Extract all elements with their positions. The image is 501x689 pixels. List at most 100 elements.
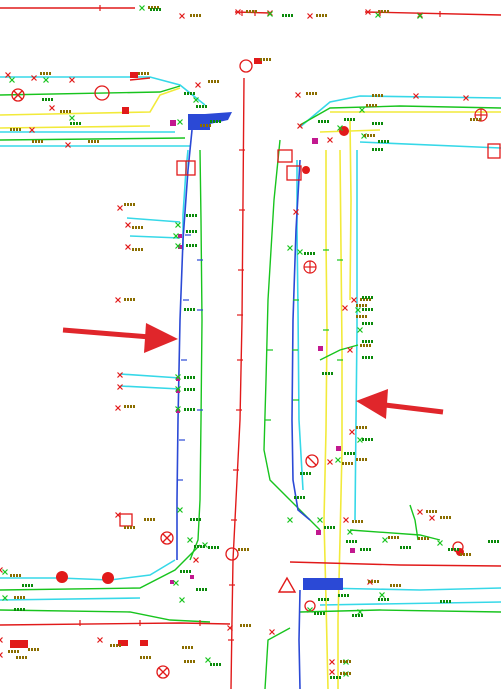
label-glyph xyxy=(362,356,373,359)
green-line-bottom-right xyxy=(299,609,501,613)
x-marker-icon xyxy=(327,137,333,143)
cyan-line-far-right xyxy=(354,150,358,521)
label-glyph xyxy=(246,10,257,13)
blue-line-left-vertical xyxy=(176,129,193,560)
x-marker-icon xyxy=(195,82,201,88)
label-glyph xyxy=(260,58,271,61)
red-circle-icon xyxy=(160,531,174,545)
x-marker-icon xyxy=(347,529,353,535)
label-glyph xyxy=(16,656,27,659)
label-glyph xyxy=(186,230,197,233)
label-glyph xyxy=(110,644,121,647)
green-line-right-branch xyxy=(409,504,419,541)
blue-line-right-vertical xyxy=(291,159,311,521)
x-marker-icon xyxy=(43,77,49,83)
x-marker-icon xyxy=(287,517,293,523)
label-glyph xyxy=(440,600,451,603)
label-glyph xyxy=(426,510,437,513)
red-lines xyxy=(0,7,501,689)
x-marker-icon xyxy=(2,595,8,601)
red-circle-icon xyxy=(11,88,25,102)
x-marker-icon xyxy=(187,537,193,543)
label-glyph xyxy=(372,94,383,97)
label-glyph xyxy=(70,122,81,125)
x-marker-icon xyxy=(382,537,388,543)
label-glyph xyxy=(344,452,355,455)
x-marker-icon xyxy=(359,107,365,113)
x-marker-icon xyxy=(357,437,363,443)
line-ticks xyxy=(79,5,441,641)
label-glyph xyxy=(346,540,357,543)
x-marker-icon xyxy=(349,429,355,435)
x-marker-icon xyxy=(193,557,199,563)
valve-square-icon xyxy=(277,149,293,163)
x-marker-icon xyxy=(179,13,185,19)
x-marker-icon xyxy=(31,75,37,81)
red-circle-icon xyxy=(156,665,170,679)
x-marker-icon xyxy=(173,580,179,586)
label-glyph xyxy=(184,308,195,311)
label-glyph xyxy=(366,104,377,107)
label-glyph xyxy=(378,140,389,143)
x-marker-icon xyxy=(355,307,361,313)
label-glyph xyxy=(378,598,389,601)
green-line-bottom-left-2 xyxy=(0,609,211,623)
label-glyph xyxy=(180,570,191,573)
x-marker-icon xyxy=(69,115,75,121)
green-line-bottom-right-2 xyxy=(349,529,441,541)
x-marker-icon xyxy=(327,459,333,465)
x-marker-icon xyxy=(139,5,145,11)
label-glyph xyxy=(356,304,367,307)
label-glyph xyxy=(356,426,367,429)
x-marker-icon xyxy=(235,9,241,15)
x-marker-icon xyxy=(295,92,301,98)
x-marker-icon xyxy=(307,13,313,19)
label-glyph xyxy=(184,408,195,411)
label-glyph xyxy=(360,298,371,301)
label-glyph xyxy=(138,72,149,75)
x-marker-icon xyxy=(335,457,341,463)
x-marker-icon xyxy=(463,95,469,101)
magenta-markers xyxy=(170,120,355,584)
x-marker-icon xyxy=(329,669,335,675)
cyan-line-right-lower xyxy=(359,141,501,149)
green-line-bottom-spur xyxy=(264,627,291,689)
cyan-branch-4 xyxy=(119,385,181,390)
red-circle-icon xyxy=(94,85,110,101)
label-glyph xyxy=(306,92,317,95)
label-glyph xyxy=(186,214,197,217)
label-glyph xyxy=(150,8,161,11)
label-glyph xyxy=(488,540,499,543)
label-glyph xyxy=(240,624,251,627)
label-glyph xyxy=(352,520,363,523)
yellow-line-left-2 xyxy=(0,125,151,129)
label-glyph xyxy=(368,580,379,583)
x-marker-icon xyxy=(175,386,181,392)
label-glyph xyxy=(88,140,99,143)
x-marker-icon xyxy=(297,249,303,255)
label-glyph xyxy=(304,252,315,255)
triangle-icon xyxy=(277,576,297,593)
green-line-top-left xyxy=(0,85,181,96)
x-marker-icon xyxy=(329,659,335,665)
yellow-line-right-vertical-1 xyxy=(323,150,329,689)
label-glyph xyxy=(190,14,201,17)
x-marker-icon xyxy=(357,609,363,615)
label-glyph xyxy=(440,516,451,519)
label-glyph xyxy=(8,650,19,653)
valve-square-icon xyxy=(487,143,501,159)
x-marker-icon xyxy=(357,327,363,333)
red-line-left-top xyxy=(129,77,151,81)
x-marker-icon xyxy=(429,515,435,521)
x-marker-icon xyxy=(97,637,103,643)
cyan-line-bottom-mid xyxy=(0,597,141,601)
x-marker-icon xyxy=(379,592,385,598)
label-glyph xyxy=(340,660,351,663)
cyan-line-top-left xyxy=(0,76,206,106)
label-glyph xyxy=(196,105,207,108)
label-glyph xyxy=(184,376,195,379)
x-marker-icon xyxy=(267,10,273,16)
label-glyph xyxy=(448,548,459,551)
label-glyph xyxy=(356,458,367,461)
